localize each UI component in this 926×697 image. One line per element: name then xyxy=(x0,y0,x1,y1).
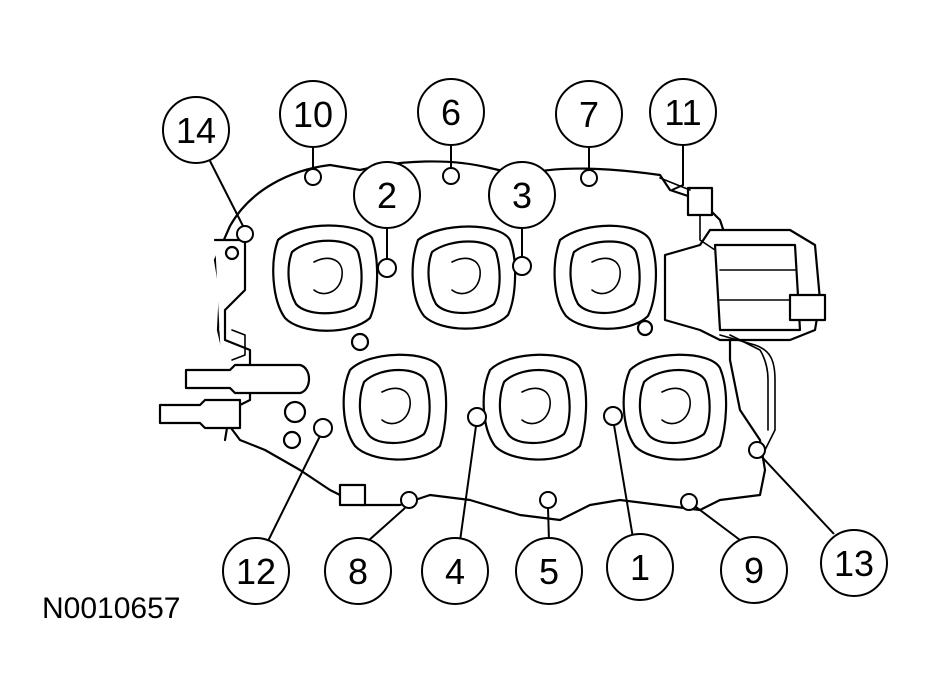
callout-11: 11 xyxy=(649,78,717,146)
bolt-10 xyxy=(304,168,322,186)
figure-id: N0010657 xyxy=(42,592,181,625)
svg-text:9: 9 xyxy=(744,550,764,591)
callout-4: 4 xyxy=(421,537,489,605)
svg-text:3: 3 xyxy=(512,175,532,216)
callout-5: 5 xyxy=(515,537,583,605)
callout-14: 14 xyxy=(162,96,230,164)
svg-text:11: 11 xyxy=(664,92,701,133)
bolt-2 xyxy=(377,258,397,278)
manifold-body xyxy=(158,160,767,522)
callout-2: 2 xyxy=(353,161,421,229)
callout-12: 12 xyxy=(222,537,290,605)
actuator-unit xyxy=(659,177,827,451)
callout-7: 7 xyxy=(555,80,623,148)
callout-9: 9 xyxy=(720,536,788,604)
callout-10: 10 xyxy=(279,80,347,148)
svg-text:14: 14 xyxy=(176,110,216,151)
callout-8: 8 xyxy=(324,537,392,605)
bolt-1 xyxy=(603,406,623,426)
svg-text:1: 1 xyxy=(630,547,650,588)
bolt-7 xyxy=(580,169,598,187)
bolt-6 xyxy=(442,167,460,185)
leader-lines xyxy=(209,145,835,542)
bolt-holes xyxy=(236,167,766,511)
lower-ports xyxy=(342,319,728,461)
svg-text:7: 7 xyxy=(579,94,599,135)
callout-3: 3 xyxy=(488,161,556,229)
svg-text:2: 2 xyxy=(377,175,397,216)
svg-text:6: 6 xyxy=(441,92,461,133)
upper-ports xyxy=(272,224,658,332)
bolt-14 xyxy=(236,225,254,243)
bolt-4 xyxy=(467,407,487,427)
bolt-5 xyxy=(539,491,557,509)
bolt-3 xyxy=(512,256,532,276)
callouts: 14 10 6 7 11 2 3 12 xyxy=(162,78,888,605)
svg-text:12: 12 xyxy=(236,551,276,592)
svg-text:10: 10 xyxy=(293,94,333,135)
bolt-9 xyxy=(680,493,698,511)
svg-text:4: 4 xyxy=(445,551,465,592)
svg-text:13: 13 xyxy=(834,543,874,584)
callout-6: 6 xyxy=(417,78,485,146)
callout-13: 13 xyxy=(820,529,888,597)
bolt-8 xyxy=(400,491,418,509)
bolt-12 xyxy=(313,418,333,438)
svg-text:8: 8 xyxy=(348,551,368,592)
callout-1: 1 xyxy=(606,533,674,601)
svg-text:5: 5 xyxy=(539,551,559,592)
bolt-13 xyxy=(748,441,766,459)
